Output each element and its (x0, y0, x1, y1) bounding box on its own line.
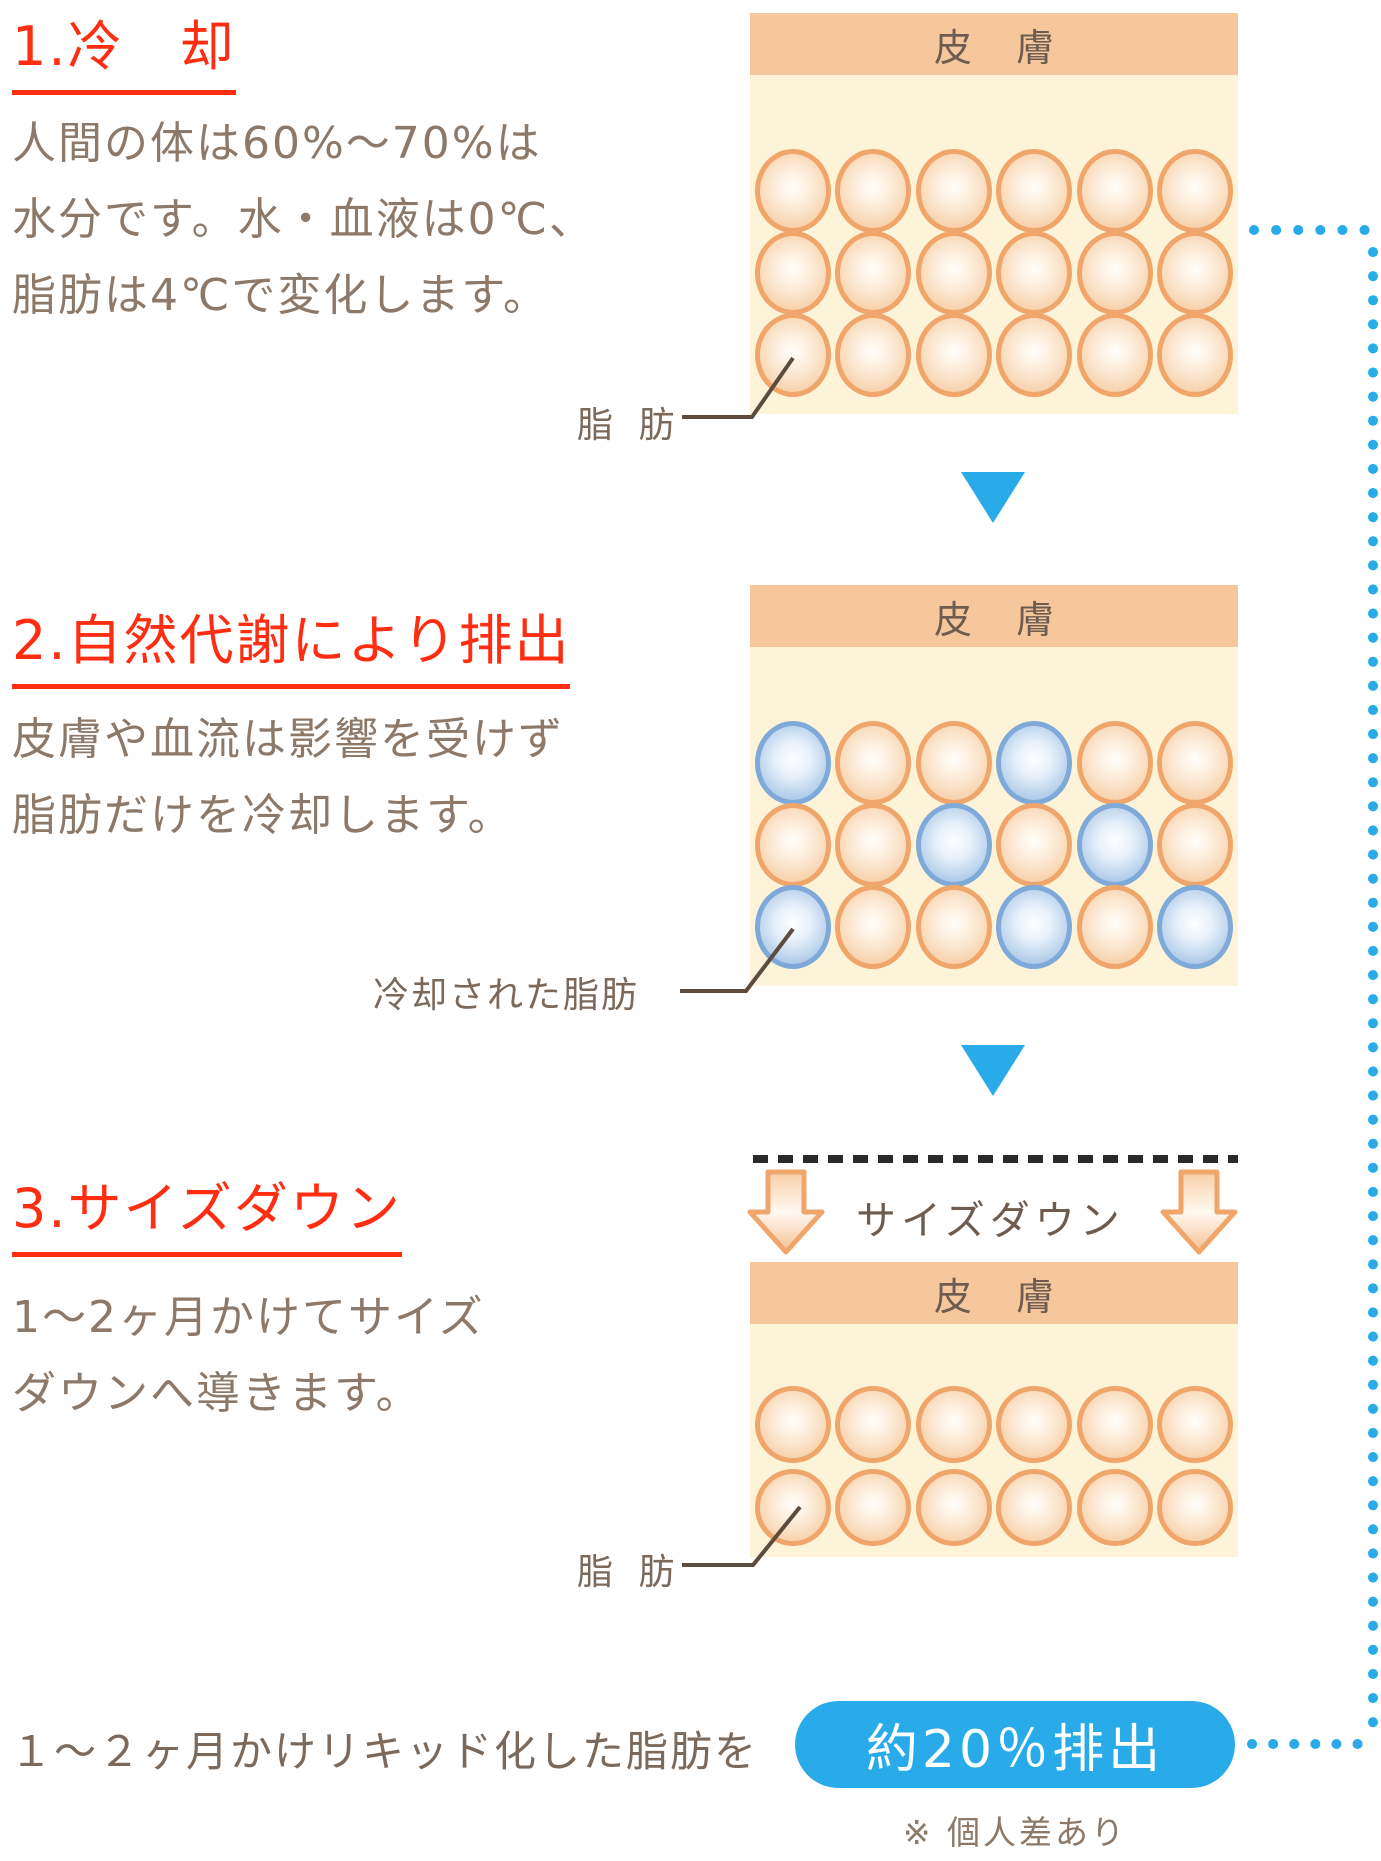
fat-cell (996, 231, 1073, 315)
fat-cell (915, 313, 992, 397)
fat-cell (915, 149, 992, 233)
fat-cell (915, 885, 992, 969)
fat-cell (996, 313, 1073, 397)
cooled-fat-callout-label: 冷却された脂肪 (373, 975, 640, 1016)
fat-cell (835, 885, 912, 969)
fat-cell (1076, 313, 1153, 397)
step2-description: 皮膚や血流は影響を受けず 脂肪だけを冷却します。 (12, 702, 564, 854)
cooled-fat-cell (755, 721, 831, 805)
fat-cell (755, 1469, 831, 1546)
fat-cell (915, 721, 992, 805)
diagram-step3-sizedown: 皮 膚 (750, 1262, 1238, 1557)
fat-cell-grid (750, 647, 1238, 969)
fat-cell (1076, 1386, 1153, 1463)
step2-description-line2: 脂肪だけを冷却します。 (12, 790, 514, 841)
step3-heading: 3.サイズダウン (12, 1177, 402, 1258)
result-badge: 約20％排出 (795, 1701, 1235, 1788)
fat-cell (996, 1386, 1073, 1463)
fat-callout-label-step1: 脂 肪 (577, 405, 682, 446)
fat-cell (996, 1469, 1073, 1546)
fat-cell (996, 803, 1073, 887)
fat-cell (835, 149, 912, 233)
cooled-fat-cell (996, 721, 1073, 805)
size-down-arrow-left (747, 1169, 825, 1255)
fat-cell-row (755, 313, 1233, 397)
cooled-fat-cell (996, 885, 1073, 969)
fat-cell (835, 1469, 912, 1546)
fat-cell (755, 1386, 831, 1463)
fat-cell-row (755, 885, 1233, 969)
fat-cell-row (755, 231, 1233, 315)
fat-cell (1076, 885, 1153, 969)
fat-cell (1076, 721, 1153, 805)
cooled-fat-cell (755, 885, 831, 969)
fat-cell (835, 231, 912, 315)
diagram-step1-cooling: 皮 膚 (750, 13, 1238, 414)
skin-layer-band: 皮 膚 (750, 585, 1238, 647)
fat-cell (1156, 313, 1233, 397)
fat-cell (755, 313, 831, 397)
step3-description: 1〜2ヶ月かけてサイズ ダウンへ導きます。 (12, 1280, 485, 1432)
fat-cell (835, 1386, 912, 1463)
step3-description-line2: ダウンへ導きます。 (12, 1368, 422, 1419)
step1-description-line3: 脂肪は4℃で変化します。 (12, 270, 550, 321)
fat-cell-row (755, 1469, 1233, 1546)
fat-cell (1156, 721, 1233, 805)
fat-cell-row (755, 149, 1233, 233)
skin-layer-band: 皮 膚 (750, 1262, 1238, 1324)
size-down-label: サイズダウン (856, 1198, 1125, 1244)
fat-cell (1156, 1469, 1233, 1546)
footer-lead-text: １〜２ヶ月かけリキッド化した脂肪を (10, 1727, 759, 1776)
skin-layer-band: 皮 膚 (750, 13, 1238, 75)
step1-heading: 1.冷 却 (12, 15, 236, 96)
fat-cell-row (755, 803, 1233, 887)
fat-cell-grid (750, 1324, 1238, 1546)
step1-description-line1: 人間の体は60%〜70%は (12, 118, 542, 169)
fat-cell (915, 1386, 992, 1463)
fat-cell-row (755, 1386, 1233, 1463)
result-badge-text: 約20％排出 (865, 1720, 1165, 1780)
fat-cell (1076, 231, 1153, 315)
step3-description-line1: 1〜2ヶ月かけてサイズ (12, 1292, 485, 1343)
fat-cell-grid (750, 75, 1238, 397)
fat-cell (1156, 149, 1233, 233)
step2-heading: 2.自然代謝により排出 (12, 609, 571, 690)
individual-difference-note: ※ 個人差あり (902, 1813, 1128, 1852)
fat-cell (915, 1469, 992, 1546)
fat-cell (1076, 1469, 1153, 1546)
diagram-step2-metabolism: 皮 膚 (750, 585, 1238, 986)
flow-arrow-triangle-1 (961, 472, 1025, 523)
fat-cell (915, 231, 992, 315)
fat-cell (755, 803, 831, 887)
fat-cell (1156, 1386, 1233, 1463)
flow-arrow-triangle-2 (961, 1045, 1025, 1096)
size-down-arrow-right (1160, 1169, 1238, 1255)
cooled-fat-cell (915, 803, 992, 887)
fat-cell (835, 803, 912, 887)
fat-cell (835, 721, 912, 805)
cooled-fat-cell (1076, 803, 1153, 887)
fat-cell (1156, 231, 1233, 315)
fat-cell (1076, 149, 1153, 233)
fat-cell (1156, 803, 1233, 887)
fat-cell (835, 313, 912, 397)
fat-cell (755, 149, 831, 233)
fat-cell-row (755, 721, 1233, 805)
step1-description: 人間の体は60%〜70%は 水分です。水・血液は0℃、 脂肪は4℃で変化します。 (12, 106, 595, 334)
step1-description-line2: 水分です。水・血液は0℃、 (12, 194, 596, 245)
fat-callout-label-step3: 脂 肪 (577, 1552, 682, 1593)
cooled-fat-cell (1156, 885, 1233, 969)
fat-cell (755, 231, 831, 315)
fat-cell (996, 149, 1073, 233)
step2-description-line1: 皮膚や血流は影響を受けず (12, 714, 564, 765)
